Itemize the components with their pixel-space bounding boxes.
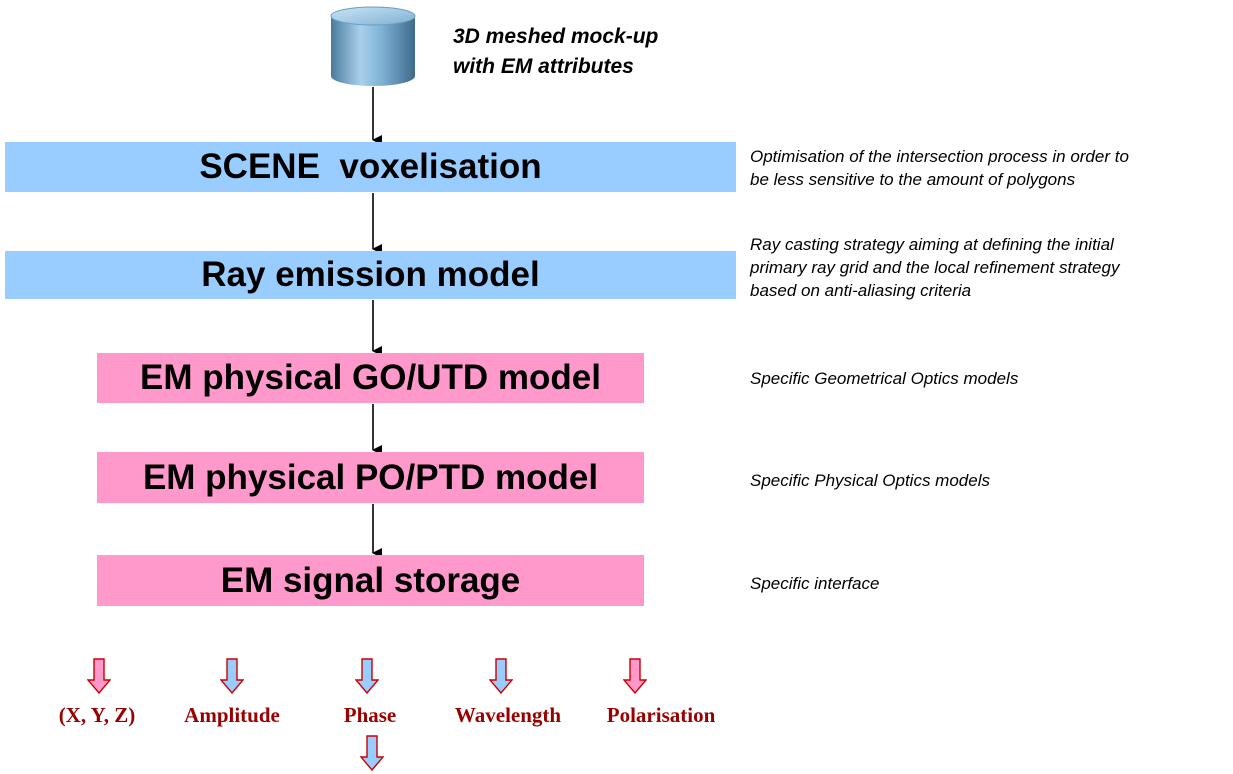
source-caption: 3D meshed mock-up with EM attributes [453, 25, 659, 78]
step-label: EM physical GO/UTD model [140, 358, 601, 397]
step-label: EM physical PO/PTD model [142, 457, 599, 497]
output-label-polarisation: Polarisation [606, 703, 716, 727]
output-arrow-icon [220, 658, 244, 694]
output-label-xyz: (X, Y, Z) [58, 703, 136, 727]
output-label-phase: Phase [343, 703, 397, 727]
step-po-ptd-model: EM physical PO/PTD model [97, 452, 644, 503]
step-label: EM signal storage [220, 560, 521, 600]
step-note: Optimisation of the intersection process… [750, 147, 1129, 189]
output-arrow-icon [623, 658, 647, 694]
step-label: SCENE voxelisation [199, 147, 542, 186]
output-label-wavelength: Wavelength [454, 703, 562, 727]
output-arrow-icon [87, 658, 111, 694]
step-note: Specific Physical Optics models [750, 471, 990, 490]
step-label: Ray emission model [201, 255, 540, 294]
output-arrow-icon [489, 658, 513, 694]
step-note: Specific interface [750, 574, 880, 593]
output-arrow-icon [360, 735, 384, 771]
step-note: Ray casting strategy aiming at defining … [750, 235, 1120, 300]
output-arrow-icon [355, 658, 379, 694]
step-scene-voxelisation: SCENE voxelisation [5, 142, 736, 192]
step-ray-emission-model: Ray emission model [5, 251, 736, 299]
step-note: Specific Geometrical Optics models [750, 369, 1019, 388]
step-em-signal-storage: EM signal storage [97, 555, 644, 606]
output-label-amplitude: Amplitude [184, 703, 280, 727]
database-cylinder-icon [330, 6, 416, 86]
step-go-utd-model: EM physical GO/UTD model [97, 353, 644, 403]
